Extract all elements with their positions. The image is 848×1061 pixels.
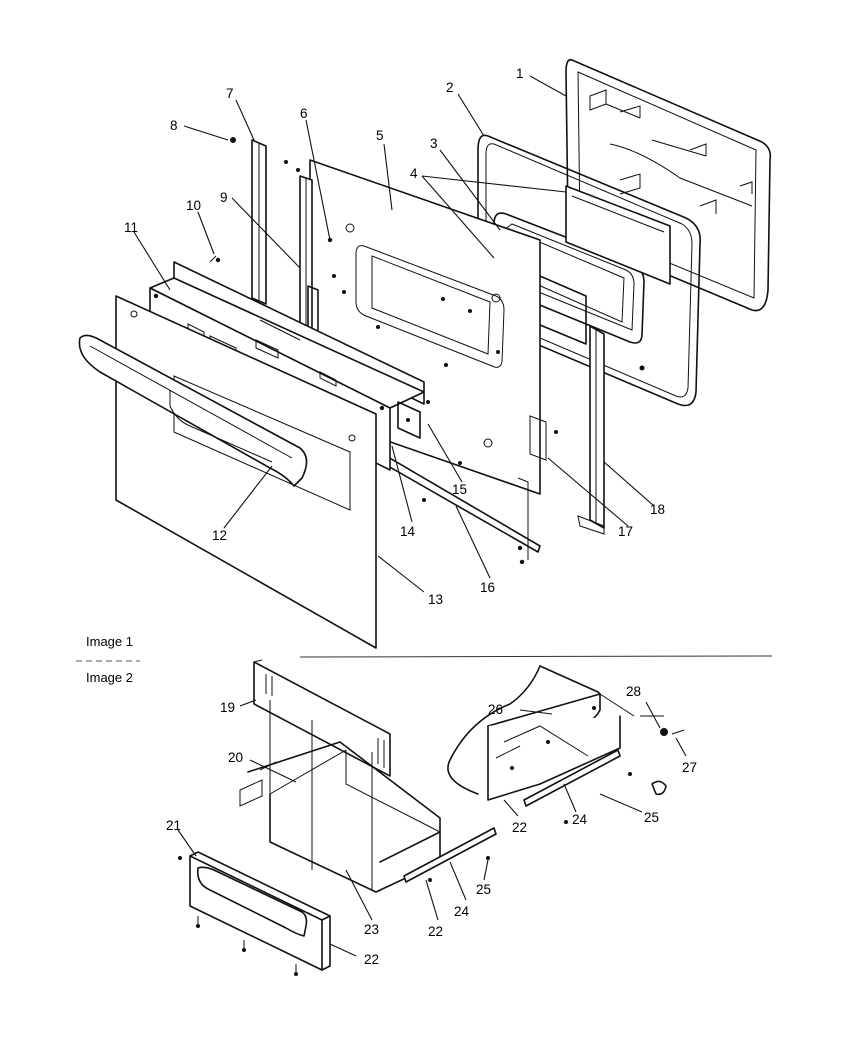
label-5: 5 [376,128,384,143]
part-24-25-rails [403,827,497,883]
label-12: 12 [212,528,227,543]
label-22-front: 22 [364,952,379,967]
label-24-side: 24 [572,812,588,827]
label-25-front: 25 [476,882,491,897]
part-4-glass-pack [493,185,671,345]
part-labels-image2: 19 20 21 22 22 22 23 24 24 25 25 26 27 2… [166,684,697,967]
label-10: 10 [186,198,201,213]
part-20-23-drawer-body [239,700,441,893]
label-24-front: 24 [454,904,470,919]
caption-image2: Image 2 [86,670,133,685]
part-24-25-rail-right [523,749,621,824]
label-11: 11 [124,220,138,235]
label-18: 18 [650,502,665,517]
label-4: 4 [410,166,418,181]
part-27-28-roller [640,715,685,796]
label-23: 23 [364,922,379,937]
caption-image1: Image 1 [86,634,133,649]
label-15: 15 [452,482,467,497]
leader-lines-image1 [133,75,655,593]
label-13: 13 [428,592,443,607]
section-divider [299,655,773,658]
label-2: 2 [446,80,454,95]
label-25-side: 25 [644,810,659,825]
label-14: 14 [400,524,416,539]
label-17: 17 [618,524,633,539]
part-14-15-brackets [397,400,430,502]
part-19-back-panel [253,659,391,777]
leader-lines-image2 [177,699,687,957]
label-28: 28 [626,684,641,699]
part-2-gasket [477,134,702,407]
part-12-handle [78,334,308,487]
label-9: 9 [220,190,228,205]
label-26: 26 [488,702,503,717]
label-6: 6 [300,106,308,121]
label-22-side: 22 [512,820,527,835]
part-7-side-channel [230,137,267,305]
label-8: 8 [170,118,178,133]
part-21-22-drawer-front [178,851,331,976]
screws [209,160,300,263]
part-26-side-panel [447,665,635,801]
drawer-assembly: Image 2 [86,659,697,976]
oven-door-assembly: 1 2 3 4 5 6 7 8 9 10 11 12 13 14 15 16 1… [78,58,772,649]
label-7: 7 [226,86,234,101]
part-labels-image1: 1 2 3 4 5 6 7 8 9 10 11 12 13 14 15 16 1… [124,66,665,607]
label-21: 21 [166,818,181,833]
part-18-side-channel-right [577,325,605,535]
label-19: 19 [220,700,235,715]
label-22-rail: 22 [428,924,443,939]
label-20: 20 [228,750,243,765]
label-3: 3 [430,136,438,151]
label-27: 27 [682,760,697,775]
label-16: 16 [480,580,495,595]
label-1: 1 [516,66,524,81]
